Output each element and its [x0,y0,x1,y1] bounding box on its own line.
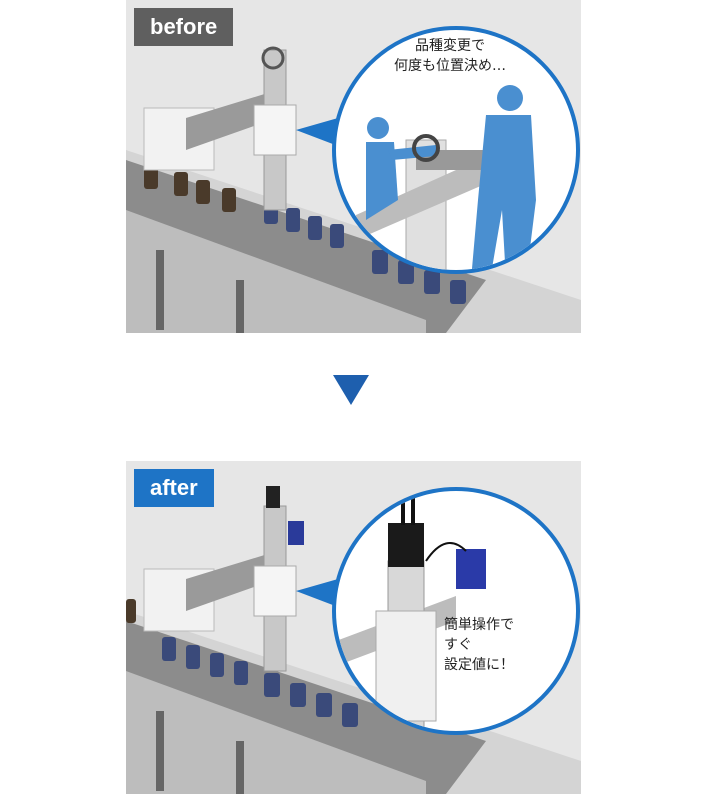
before-tag: before [134,8,234,46]
after-callout-text: 簡単操作で すぐ 設定値に！ [444,615,514,675]
counter-device [388,523,424,567]
before-illustration: before 品種変更で 何度も位置決め… [126,0,581,333]
after-tag: after [134,469,214,507]
worker-figure-right [471,85,536,270]
before-callout-text: 品種変更で 何度も位置決め… [394,36,506,76]
down-arrow-icon [333,375,369,405]
handle-device [456,549,486,589]
after-callout-line: 設定値に！ [444,657,514,673]
before-callout-line: 何度も位置決め… [394,58,506,74]
after-callout-line: すぐ [444,637,472,653]
after-scene [126,486,581,794]
after-illustration: after 簡単操作で すぐ 設定値に！ [126,461,581,794]
before-callout-line: 品種変更で [415,38,485,54]
bottles [126,599,358,727]
after-callout-line: 簡単操作で [444,617,514,633]
worker-figure-left [366,117,436,220]
before-scene [126,26,581,333]
